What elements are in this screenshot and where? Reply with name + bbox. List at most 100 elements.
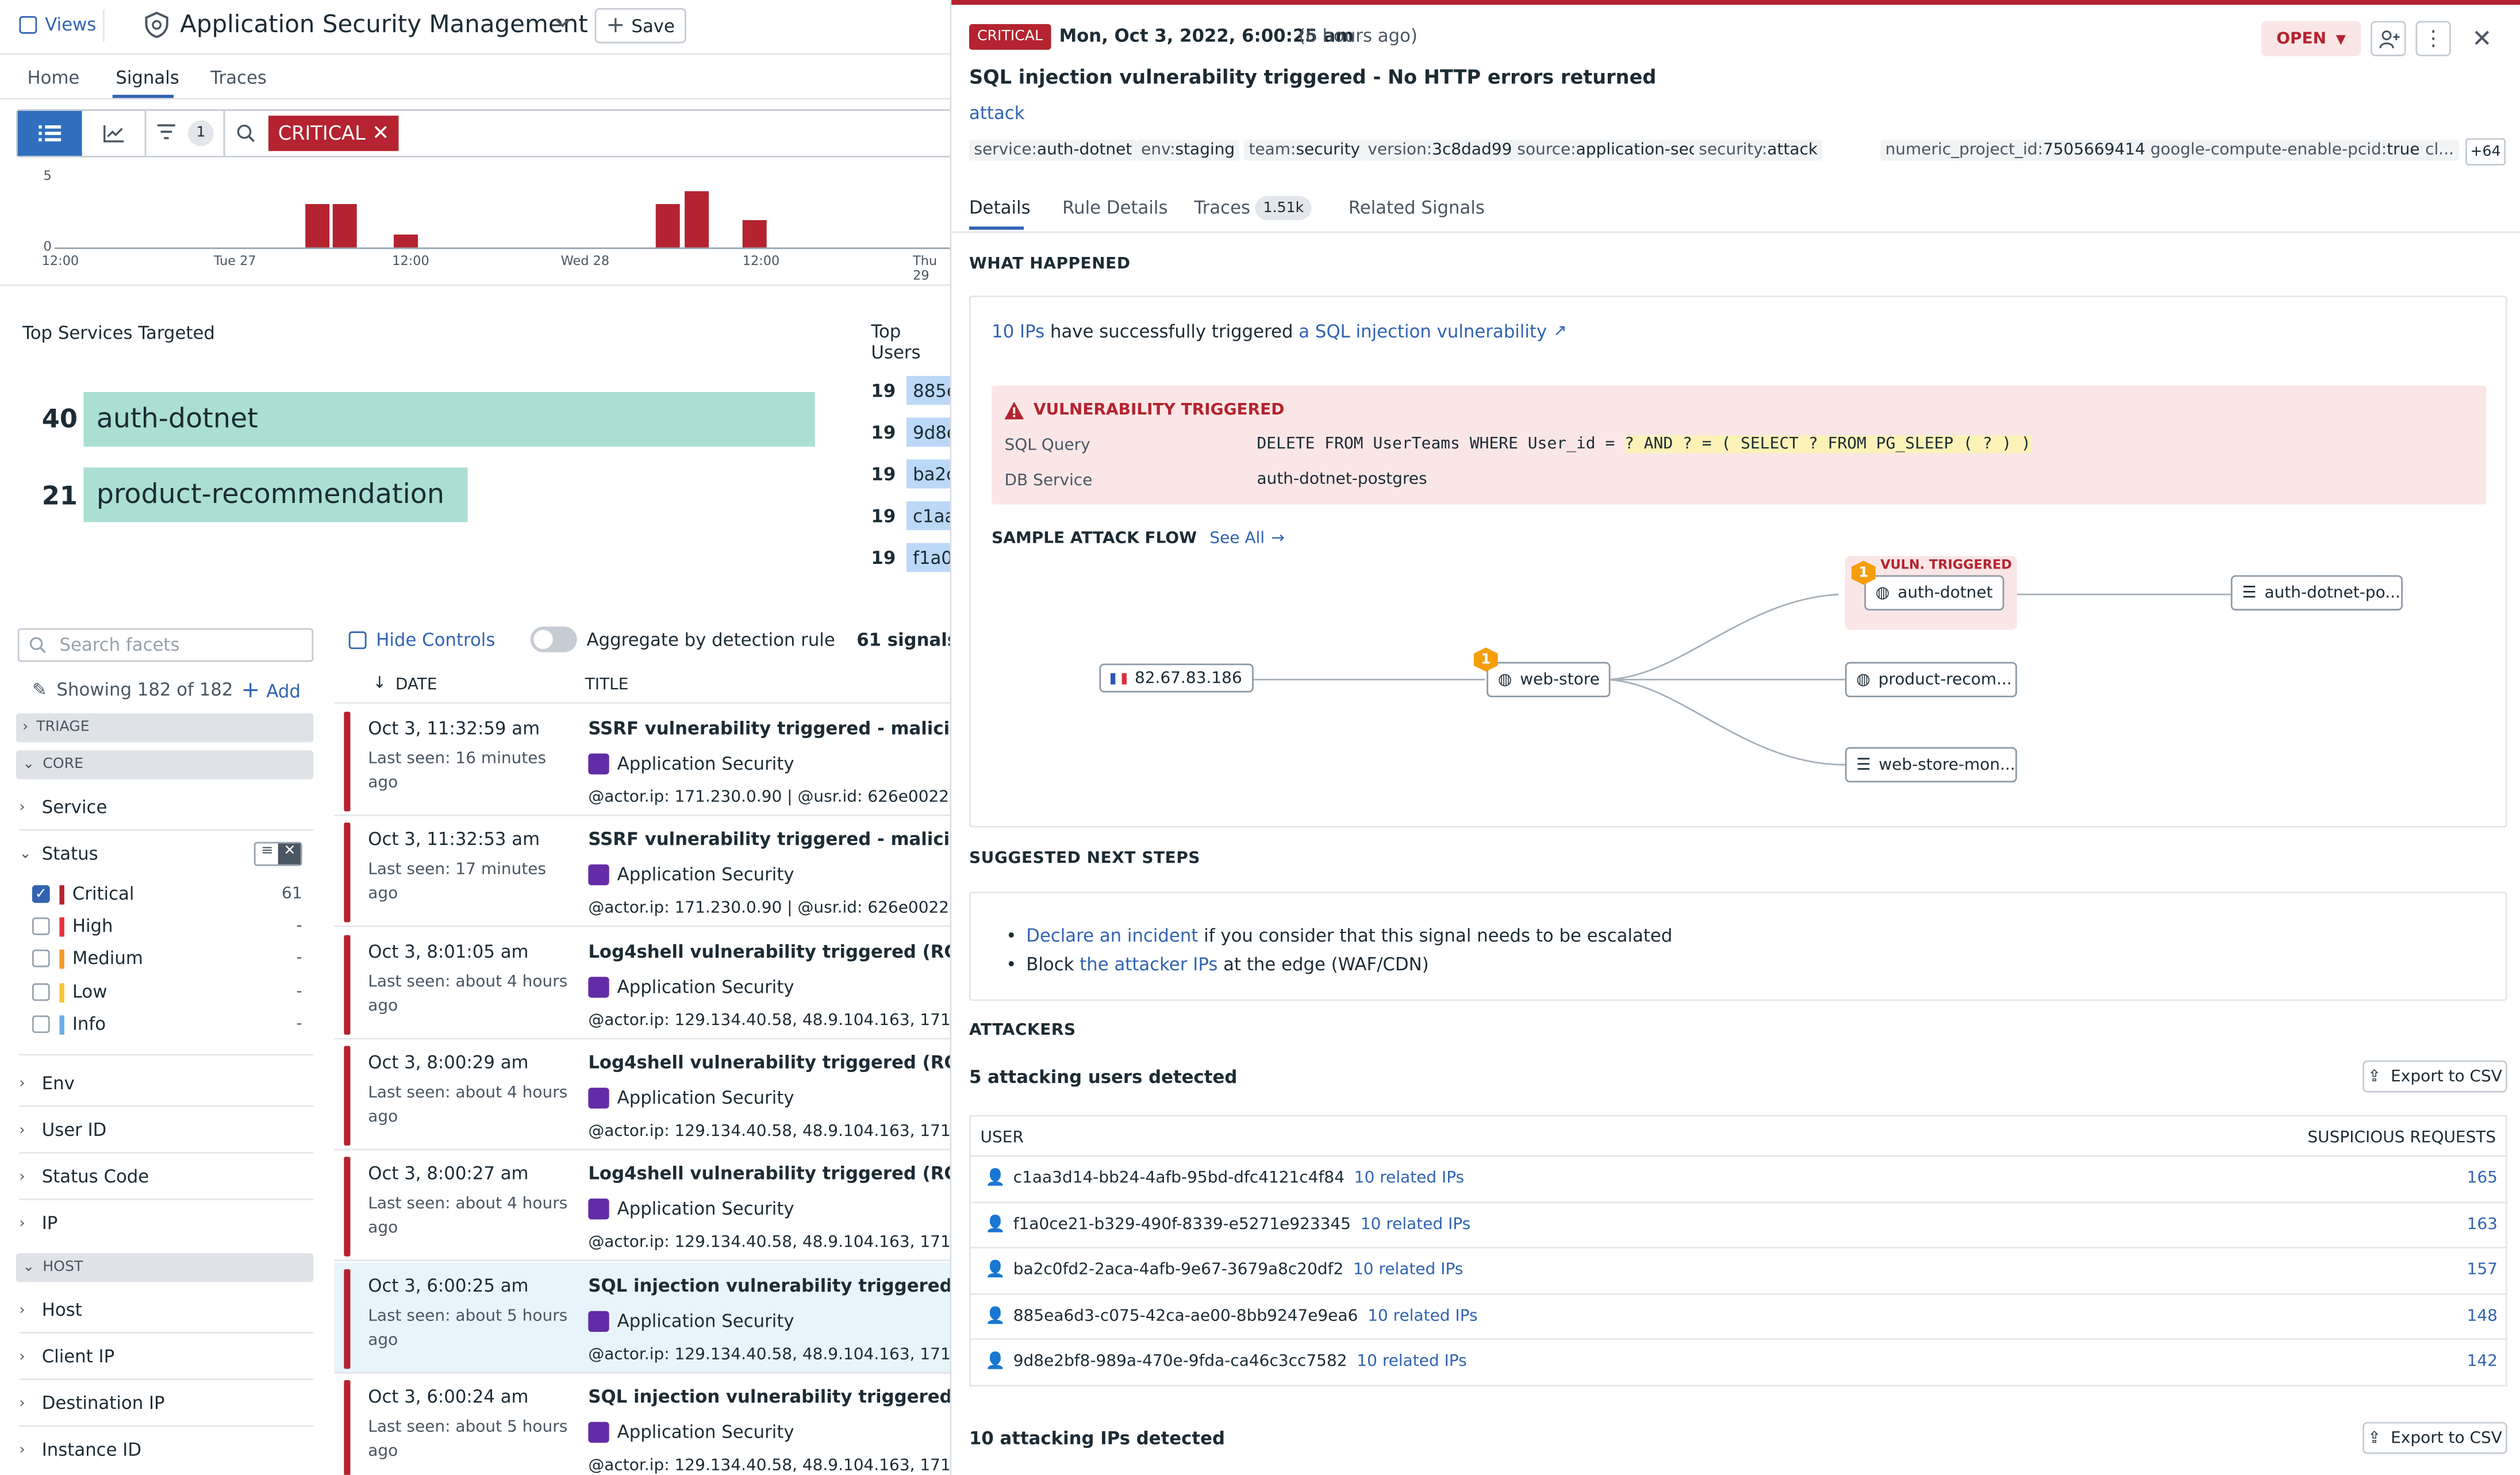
add-facet-button[interactable]: + Add [241, 678, 301, 704]
facet-status[interactable]: ⌄Status [19, 843, 98, 865]
checkbox[interactable] [32, 983, 50, 1001]
status-option-high[interactable]: High - [32, 916, 302, 936]
related-ips-link[interactable]: 10 related IPs [1354, 1169, 1465, 1188]
checkbox[interactable] [32, 949, 50, 967]
more-options-icon[interactable]: ⋮ [2415, 21, 2451, 56]
attacker-ips-link[interactable]: the attacker IPs [1080, 954, 1218, 975]
status-option-low[interactable]: Low - [32, 982, 302, 1002]
status-option-critical[interactable]: ✓ Critical 61 [32, 884, 302, 905]
flow-node-auth-dotnet[interactable]: ◍ auth-dotnet [1864, 575, 2004, 611]
checkbox-checked-icon[interactable]: ✓ [32, 885, 50, 903]
section-core[interactable]: ⌄CORE [16, 750, 314, 779]
top-service-bar[interactable]: auth-dotnet [83, 391, 815, 447]
suspicious-requests-count[interactable]: 165 [2467, 1169, 2498, 1188]
table-row[interactable]: 👤 f1a0ce21-b329-490f-8339-e5271e923345 1… [969, 1201, 2507, 1246]
facet-client-ip[interactable]: ›Client IP [19, 1346, 115, 1368]
chevron-down-icon[interactable] [553, 13, 573, 32]
checkbox[interactable] [32, 1015, 50, 1034]
suspicious-requests-count[interactable]: 148 [2467, 1307, 2498, 1326]
tag-chip[interactable]: google-compute-enable-pcid:true [2145, 140, 2425, 161]
list-view-button[interactable] [17, 110, 82, 156]
facet-destination-ip[interactable]: ›Destination IP [19, 1393, 165, 1414]
views-button[interactable]: Views [19, 14, 96, 35]
facet-ip[interactable]: ›IP [19, 1213, 58, 1234]
column-date[interactable]: DATE [395, 676, 437, 694]
facet-user-id[interactable]: ›User ID [19, 1120, 107, 1141]
export-users-csv-button[interactable]: ⇪ Export to CSV [2362, 1060, 2507, 1093]
assign-user-button[interactable] [2371, 21, 2406, 56]
tab-traces[interactable]: Traces [1194, 197, 1251, 219]
tag-chip[interactable]: env:staging [1136, 140, 1240, 161]
table-row[interactable]: 👤 c1aa3d14-bb24-4afb-95bd-dfc4121c4f84 1… [969, 1155, 2507, 1200]
close-icon[interactable]: ✕ [2472, 24, 2492, 53]
filter-icon[interactable]: ≡ [261, 843, 274, 860]
checkbox[interactable] [32, 917, 50, 935]
timeseries-view-button[interactable] [82, 110, 147, 156]
see-all-link[interactable]: See All [1209, 530, 1265, 548]
tag-chip[interactable]: security:attack [1693, 140, 1823, 161]
table-row[interactable]: Oct 3, 11:32:59 am Last seen: 16 minutes… [334, 705, 950, 816]
top-user-row[interactable]: 19ba2c [871, 459, 950, 489]
tab-traces[interactable]: Traces [210, 67, 267, 89]
facet-host[interactable]: ›Host [19, 1300, 82, 1321]
close-icon[interactable]: ✕ [279, 843, 301, 865]
column-title[interactable]: TITLE [585, 676, 629, 694]
tag-chip[interactable]: version:3c8dad99 [1363, 140, 1517, 161]
filter-chip-critical[interactable]: CRITICAL ✕ [268, 116, 399, 151]
tab-rule-details[interactable]: Rule Details [1062, 197, 1168, 219]
table-row[interactable]: Oct 3, 6:00:24 am Last seen: about 5 hou… [335, 1373, 950, 1475]
facet-instance-id[interactable]: ›Instance ID [19, 1439, 142, 1461]
hide-controls-button[interactable]: Hide Controls [348, 630, 495, 651]
close-icon[interactable]: ✕ [372, 121, 390, 145]
export-ips-csv-button[interactable]: ⇪ Export to CSV [2362, 1422, 2507, 1454]
status-option-medium[interactable]: Medium - [32, 948, 302, 969]
pencil-icon[interactable]: ✎ [32, 679, 47, 701]
declare-incident-link[interactable]: Declare an incident [1026, 925, 1198, 947]
aggregate-toggle[interactable] [530, 627, 577, 652]
table-row[interactable]: 👤 ba2c0fd2-2aca-4afb-9e67-3679a8c20df2 1… [969, 1247, 2507, 1292]
facet-status-code[interactable]: ›Status Code [19, 1166, 149, 1188]
facet-service[interactable]: ›Service [19, 797, 107, 818]
tag-chip[interactable]: cl... [2420, 140, 2459, 161]
table-row[interactable]: 👤 885ea6d3-c075-42ca-ae00-8bb9247e9ea6 1… [969, 1293, 2507, 1338]
save-button[interactable]: + Save [594, 7, 686, 44]
signal-category-link[interactable]: attack [969, 102, 1025, 124]
table-row[interactable]: Oct 3, 8:01:05 am Last seen: about 4 hou… [334, 928, 950, 1039]
status-dropdown[interactable]: OPEN ▼ [2261, 21, 2361, 56]
top-user-row[interactable]: 199d8e [871, 417, 950, 447]
tag-chip[interactable]: team:security [1244, 140, 1365, 161]
facet-env[interactable]: ›Env [19, 1073, 75, 1094]
more-tags-button[interactable]: +64 [2465, 138, 2506, 166]
suspicious-requests-count[interactable]: 163 [2467, 1215, 2498, 1234]
tag-chip[interactable]: service:auth-dotnet [969, 140, 1137, 161]
related-ips-link[interactable]: 10 related IPs [1353, 1261, 1463, 1280]
table-row[interactable]: 👤 9d8e2bf8-989a-470e-9fda-ca46c3cc7582 1… [969, 1339, 2507, 1384]
flow-node-product-recommendation[interactable]: ◍ product-recom... [1845, 662, 2017, 698]
flow-node-web-store-mongo[interactable]: ☰ web-store-mon... [1845, 747, 2017, 783]
tab-home[interactable]: Home [27, 67, 80, 89]
flow-node-auth-dotnet-postgres[interactable]: ☰ auth-dotnet-po... [2230, 575, 2403, 611]
search-facets-input[interactable]: Search facets [17, 628, 314, 662]
tab-signals[interactable]: Signals [116, 67, 179, 89]
ips-link[interactable]: 10 IPs [992, 321, 1045, 343]
vulnerability-link[interactable]: a SQL injection vulnerability [1299, 321, 1547, 343]
flow-node-attacker-ip[interactable]: 82.67.83.186 [1099, 663, 1254, 693]
top-service-bar[interactable]: product-recommendation [83, 467, 468, 523]
tag-chip[interactable]: numeric_project_id:750566941401 [1880, 140, 2171, 161]
related-ips-link[interactable]: 10 related IPs [1367, 1307, 1478, 1326]
flow-node-web-store[interactable]: ◍ web-store [1486, 662, 1611, 698]
section-triage[interactable]: ›TRIAGE [16, 713, 314, 743]
related-ips-link[interactable]: 10 related IPs [1360, 1215, 1471, 1234]
status-option-info[interactable]: Info - [32, 1014, 302, 1035]
suspicious-requests-count[interactable]: 142 [2467, 1353, 2498, 1372]
suspicious-requests-count[interactable]: 157 [2467, 1261, 2498, 1280]
top-user-row[interactable]: 19885e [871, 376, 950, 405]
sort-desc-icon[interactable]: ↓ [372, 674, 387, 693]
related-ips-link[interactable]: 10 related IPs [1357, 1353, 1467, 1372]
table-row[interactable]: Oct 3, 8:00:27 am Last seen: about 4 hou… [334, 1151, 950, 1262]
filter-icon[interactable] [156, 122, 176, 143]
external-link-icon[interactable]: ↗ [1553, 322, 1567, 341]
section-host[interactable]: ⌄HOST [16, 1253, 314, 1282]
